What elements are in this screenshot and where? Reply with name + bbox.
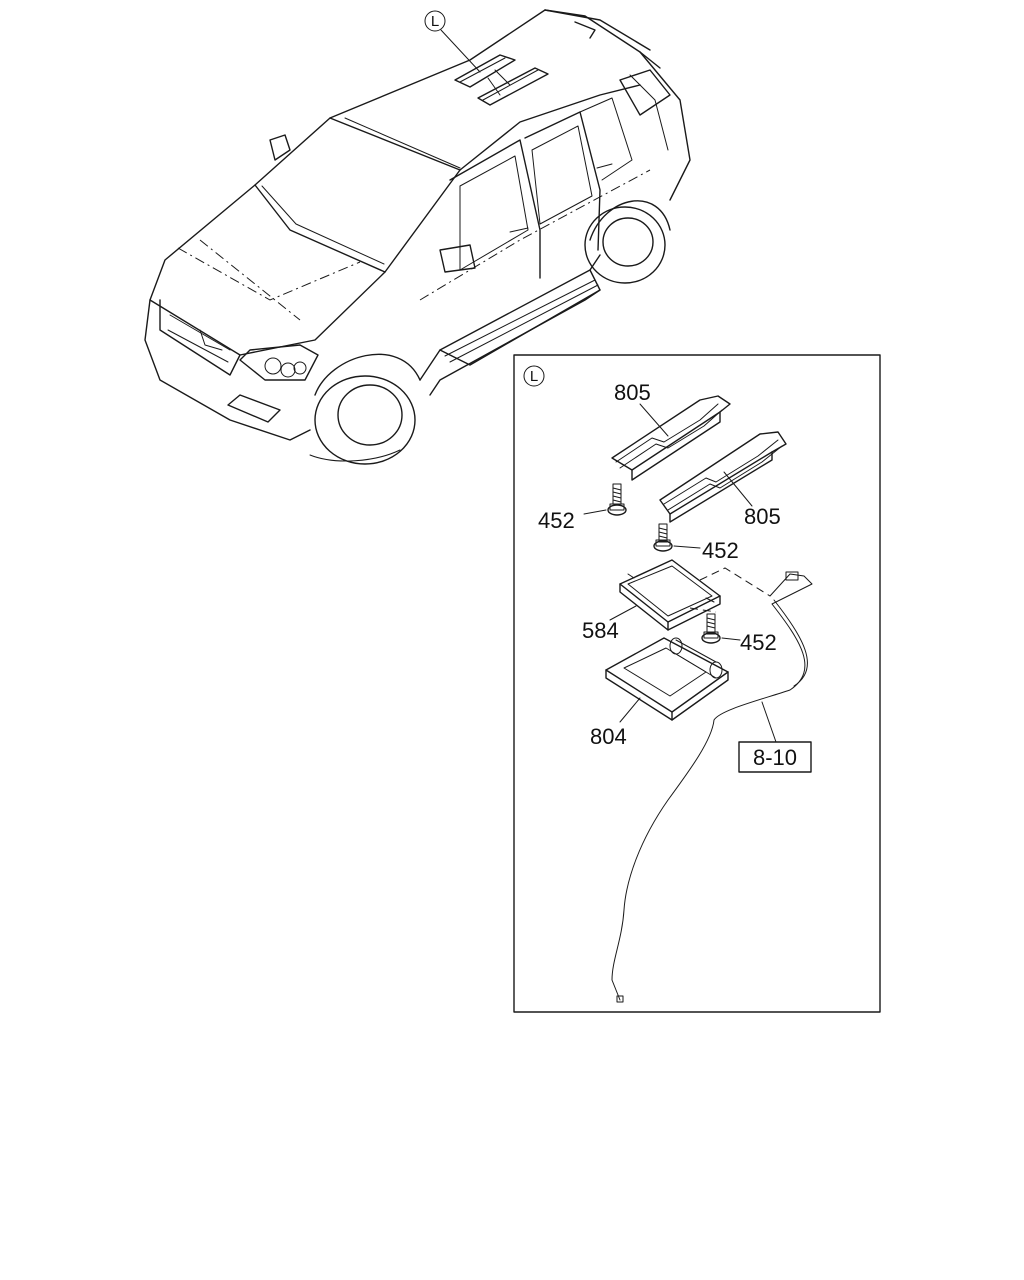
screw-452-left [607,483,627,516]
leader-805-lower [723,471,753,507]
detail-marker-circle [424,10,446,32]
label-805-upper: 805 [614,380,651,405]
control-module-584 [619,559,721,631]
trim-strip-805-upper [611,395,731,481]
leader-reference [761,701,777,743]
leader-452-left [583,509,607,515]
detail-inset-frame [513,354,881,1013]
label-452-left: 452 [538,508,575,533]
roof-console-location [454,54,549,106]
label-584: 584 [582,618,619,643]
leader-584 [609,605,637,621]
label-452-middle: 452 [702,538,739,563]
connection-dashed-lower [689,607,717,613]
reference-box-label: 8-10 [753,745,797,770]
vehicle-illustration [144,9,691,465]
wiring-harness [611,571,813,1003]
screw-452-middle [653,523,673,552]
detail-marker-label: L [431,13,439,30]
screw-452-lower [701,613,721,644]
label-804: 804 [590,724,627,749]
trim-strip-805-lower [659,431,787,523]
detail-leader [440,29,481,73]
inset-marker-circle [523,365,545,387]
leader-805-upper [639,403,669,437]
connection-dashed-upper [699,567,771,597]
leader-452-middle [673,545,701,549]
console-bezel-804 [605,637,729,721]
label-805-lower: 805 [744,504,781,529]
leader-452-lower [721,637,741,641]
inset-marker-label: L [530,368,538,385]
reference-box [738,741,812,773]
leader-804 [619,697,641,723]
label-452-lower: 452 [740,630,777,655]
